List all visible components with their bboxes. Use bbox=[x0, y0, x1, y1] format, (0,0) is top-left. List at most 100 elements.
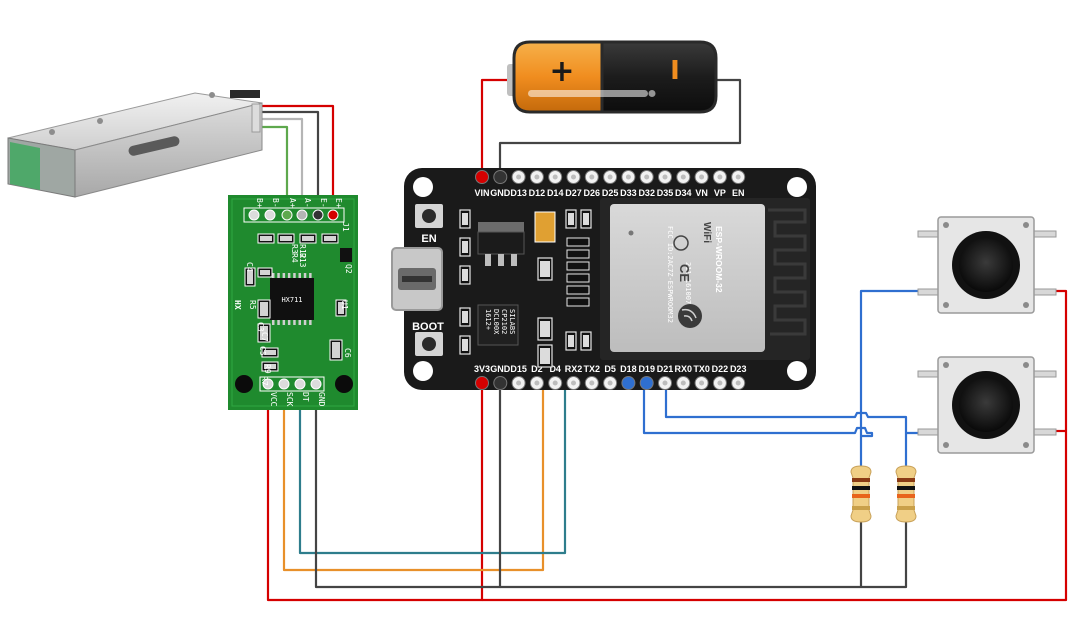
hx711-pin-bplus[interactable] bbox=[248, 209, 260, 221]
hx711-pin-label-sck: SCK bbox=[285, 392, 294, 407]
push-button-1-corner bbox=[943, 222, 949, 228]
wire-hx-dt-d4 bbox=[298, 384, 567, 555]
push-button-2-leg bbox=[1031, 370, 1057, 378]
smd-component-pad bbox=[540, 261, 550, 277]
chip-leg bbox=[309, 320, 312, 325]
hx711-designator-r12: R12 bbox=[298, 244, 307, 259]
smd-component-pad bbox=[462, 311, 468, 323]
hx711-pin-dt[interactable] bbox=[294, 378, 306, 390]
hx711-pin-label-eplus: E+ bbox=[334, 198, 343, 208]
hx711-transistor bbox=[340, 248, 352, 262]
load-cell-hole bbox=[97, 118, 103, 124]
en-button-label: EN bbox=[421, 233, 436, 245]
hx711-pin-label-aminus: A- bbox=[303, 198, 312, 208]
smd-component-pad bbox=[540, 321, 550, 337]
usb-port-tongue bbox=[402, 276, 432, 282]
hx711-passive-pad bbox=[264, 364, 276, 369]
hx711-pin-aplus[interactable] bbox=[281, 209, 293, 221]
hx711-passive-pad bbox=[260, 302, 268, 316]
chip-leg bbox=[272, 273, 275, 278]
hx711-designator-c4: C4 bbox=[245, 262, 254, 272]
esp32-pin-hole bbox=[680, 174, 686, 180]
hx711-header-outline bbox=[259, 376, 325, 392]
hx711-pin-label-aplus: A+ bbox=[288, 198, 297, 208]
boot-button[interactable] bbox=[422, 337, 436, 351]
esp32-pin-d19[interactable] bbox=[639, 376, 654, 390]
esp32-pin-gnd[interactable] bbox=[493, 376, 508, 390]
chip-leg bbox=[287, 273, 291, 278]
wroom-code-label: 211-161007 bbox=[684, 262, 692, 304]
hx711-pin-label-dt: DT bbox=[301, 392, 310, 402]
esp32-pin-hole bbox=[735, 380, 741, 386]
resistor-2 bbox=[895, 465, 917, 523]
hx711-designator-r5: R5 bbox=[248, 300, 257, 310]
resistor-1-band bbox=[852, 494, 870, 498]
push-button-1-leg bbox=[1031, 230, 1057, 238]
uart-chip-line: 1612+ bbox=[484, 309, 492, 330]
esp32-pin-hole bbox=[735, 174, 741, 180]
load-cell-slot bbox=[128, 136, 180, 156]
esp32-pin-hole bbox=[662, 174, 668, 180]
hx711-pin-bminus[interactable] bbox=[264, 209, 276, 221]
push-button-2-cap[interactable] bbox=[959, 378, 1013, 432]
smd-component-pad bbox=[540, 348, 550, 364]
hx711-designator-c6: C6 bbox=[343, 348, 352, 358]
esp32-pin-label-vin: VIN bbox=[474, 188, 489, 198]
hx711-passive-pad bbox=[324, 236, 336, 241]
esp32-pin-hole bbox=[589, 380, 595, 386]
esp32-pin-label-gnd: GND bbox=[490, 188, 511, 198]
push-button-2-leg bbox=[917, 370, 941, 378]
push-button-1[interactable] bbox=[917, 216, 1057, 314]
wire-battery-plus-vin bbox=[480, 78, 515, 174]
esp32-mount-hole bbox=[787, 361, 807, 381]
esp32-pin-label-gnd: GND bbox=[490, 364, 511, 374]
hx711-pin-sck[interactable] bbox=[278, 378, 290, 390]
battery-plus-symbol: + bbox=[549, 54, 574, 89]
hx711-designator-r7: R7 bbox=[260, 376, 269, 386]
chip-leg bbox=[293, 273, 296, 278]
push-button-2[interactable] bbox=[917, 356, 1057, 454]
resistor-array-cell bbox=[566, 249, 590, 259]
hx711-designator-u1: U1 bbox=[340, 300, 349, 310]
load-cell-cable-stub bbox=[251, 103, 261, 133]
wire-d18-route bbox=[859, 289, 921, 470]
resistor-1-band bbox=[852, 478, 870, 482]
load-cell-label bbox=[10, 142, 40, 190]
esp32-pin-vin[interactable] bbox=[475, 170, 489, 184]
resistor-array-cell bbox=[566, 285, 590, 295]
esp32-pin-hole bbox=[717, 174, 723, 180]
hx711-passive-pad bbox=[280, 236, 292, 241]
hx711-pin-gnd[interactable] bbox=[310, 378, 322, 390]
esp32-pin-label-d14: D14 bbox=[547, 188, 564, 198]
esp32-pin-3v3[interactable] bbox=[475, 376, 489, 390]
push-button-1-cap[interactable] bbox=[959, 238, 1013, 292]
smd-component-pad bbox=[462, 241, 468, 253]
hx711-pin-eplus[interactable] bbox=[327, 209, 339, 221]
hx711-pin-vcc[interactable] bbox=[262, 378, 274, 390]
push-button-2-corner bbox=[1023, 362, 1029, 368]
wire-loadcell-black bbox=[258, 110, 320, 210]
wire-hx-vcc-3v3 bbox=[266, 384, 484, 602]
esp32-pin-d18[interactable] bbox=[621, 376, 636, 390]
esp32-pin-hole bbox=[571, 174, 576, 180]
esp32-pin-gnd[interactable] bbox=[493, 170, 508, 184]
hx711-pin-eminus[interactable] bbox=[312, 209, 324, 221]
en-button[interactable] bbox=[422, 209, 436, 223]
esp32-pin-hole bbox=[625, 174, 631, 180]
resistor-2-band bbox=[897, 494, 915, 498]
esp32-pin-label-d15: D15 bbox=[510, 364, 527, 374]
resistor-array-cell bbox=[566, 261, 590, 271]
hx711-pin-aminus[interactable] bbox=[296, 209, 308, 221]
hx711-hole bbox=[335, 375, 353, 393]
uart-chip-line: DCL00X bbox=[492, 309, 500, 335]
esp32-pin-hole bbox=[571, 380, 576, 386]
hx711-designator-r4: R4 bbox=[290, 253, 299, 263]
esp32-mount-hole bbox=[787, 177, 807, 197]
hx711-designator-c3: C3 bbox=[256, 322, 265, 332]
uart-chip bbox=[477, 304, 519, 346]
resistor-2-band bbox=[897, 478, 915, 482]
esp32-mount-hole bbox=[413, 361, 433, 381]
chip-leg bbox=[293, 320, 296, 325]
